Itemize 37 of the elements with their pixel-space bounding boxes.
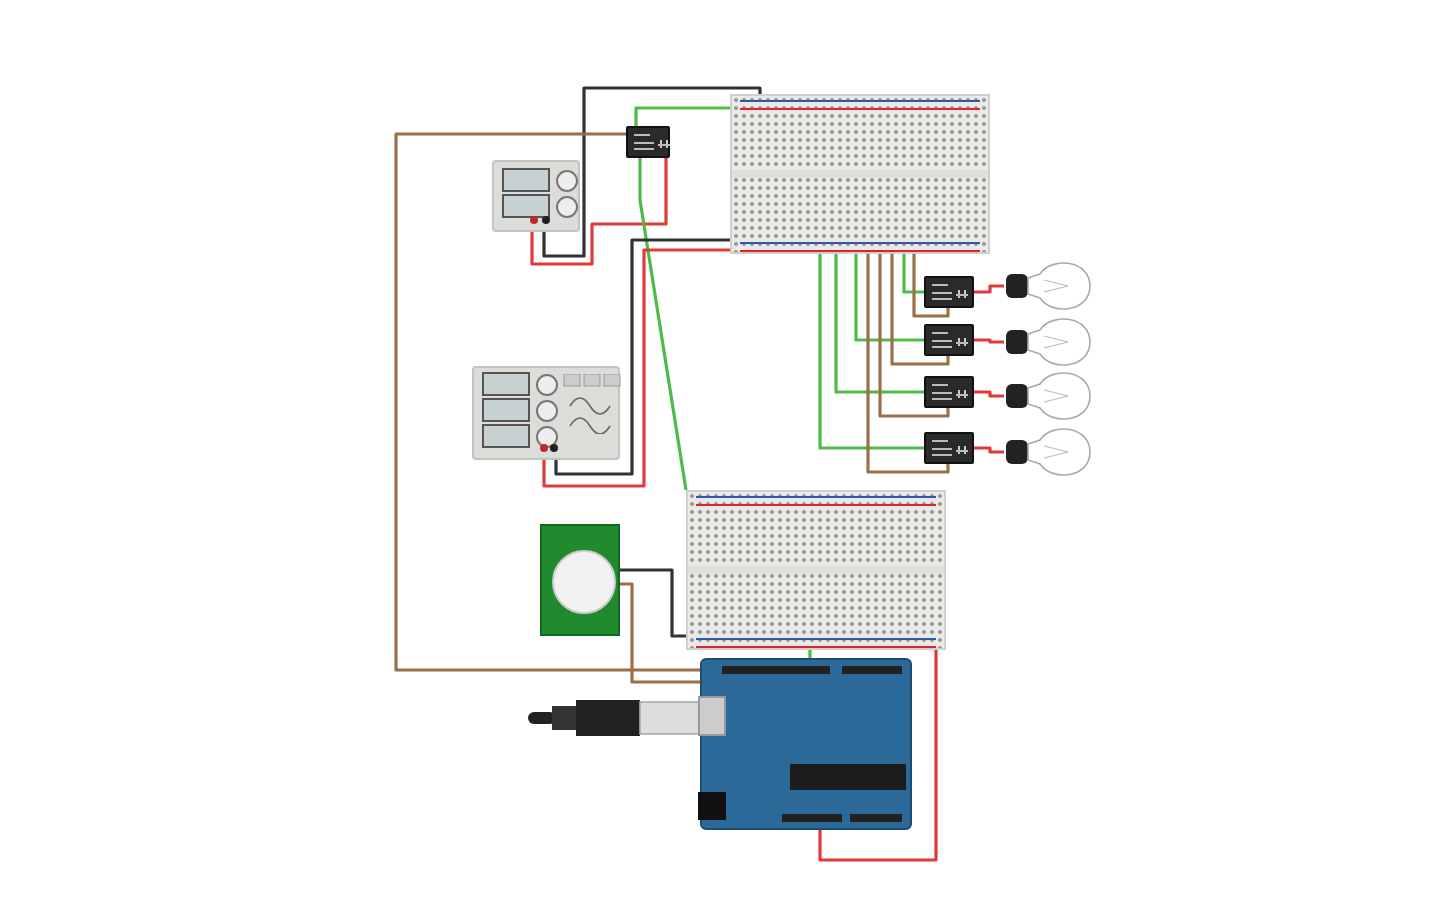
breadboard-drawing [730, 94, 990, 254]
wire [818, 650, 938, 862]
wire [974, 446, 1004, 454]
relay-drawing [924, 432, 974, 464]
wire [974, 390, 1004, 398]
breadboard-drawing [686, 490, 946, 650]
wire [902, 254, 924, 294]
relay-drawing [924, 324, 974, 356]
wire [878, 254, 950, 418]
wire [634, 106, 730, 126]
light-bulb-drawing [1004, 260, 1092, 312]
wire [854, 254, 924, 342]
wire [620, 582, 700, 684]
wire [974, 284, 1004, 294]
relay-drawing [924, 376, 974, 408]
wire [542, 86, 762, 258]
wire [638, 158, 688, 491]
light-bulb-drawing [1004, 370, 1092, 422]
light-bulb-drawing [1004, 316, 1092, 368]
motion-sensor-drawing [540, 524, 620, 636]
wire [818, 254, 924, 450]
wire [974, 338, 1004, 344]
wire [890, 254, 950, 366]
relay-drawing [924, 276, 974, 308]
usb-cable-drawing [528, 696, 700, 740]
wire [530, 158, 668, 266]
wire [394, 132, 700, 672]
power-supply-drawing [492, 160, 580, 232]
wire [808, 650, 812, 658]
relay-drawing [626, 126, 670, 158]
microcontroller-board-drawing [700, 658, 912, 830]
light-bulb-drawing [1004, 426, 1092, 478]
wire [834, 254, 924, 394]
wire [620, 568, 686, 638]
wire [866, 254, 950, 474]
function-generator-drawing [472, 366, 620, 460]
wire [912, 254, 950, 318]
